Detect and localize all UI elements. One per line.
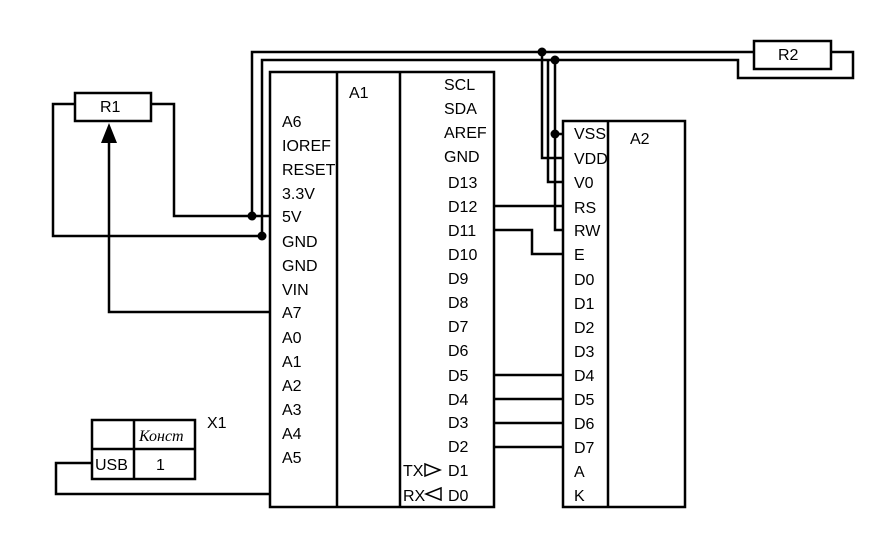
a1-pin-gnd-1: GND bbox=[282, 234, 318, 251]
a2-pin-rw: RW bbox=[574, 223, 601, 240]
a2-pin-a: A bbox=[574, 464, 585, 481]
a1-pin-a3: A3 bbox=[282, 402, 302, 419]
junction-gnd bbox=[257, 231, 267, 241]
a1-pin-d2: D2 bbox=[448, 439, 469, 456]
a1-pin-d1: D1 bbox=[448, 463, 469, 480]
a1-pin-d7: D7 bbox=[448, 319, 469, 336]
net-d11-e bbox=[494, 228, 563, 256]
a1-pin-reset: RESET bbox=[282, 162, 336, 179]
a1-pin-sda: SDA bbox=[444, 101, 477, 118]
a1-tx-label: TX bbox=[403, 463, 424, 480]
net-5v bbox=[250, 50, 542, 216]
rx-arrow-icon bbox=[423, 486, 442, 502]
x1-header-label: Конст bbox=[138, 428, 184, 445]
junction-top-5v bbox=[537, 47, 547, 57]
component-a2: A2 VSS VDD V0 RS RW E D0 D1 D2 D3 D4 D5 … bbox=[561, 119, 687, 509]
a1-pin-d10: D10 bbox=[448, 247, 477, 264]
a1-pin-scl: SCL bbox=[444, 77, 475, 94]
a1-pin-d9: D9 bbox=[448, 271, 469, 288]
a1-pin-d13: D13 bbox=[448, 175, 477, 192]
a2-pin-d6: D6 bbox=[574, 416, 595, 433]
a1-pin-a0: A0 bbox=[282, 330, 302, 347]
a2-pin-d7: D7 bbox=[574, 440, 595, 457]
a1-body bbox=[268, 70, 496, 509]
r1-designator: R1 bbox=[100, 99, 121, 116]
a2-pin-e: E bbox=[574, 247, 585, 264]
r1-wiper bbox=[107, 141, 270, 314]
a2-pin-k: K bbox=[574, 488, 585, 505]
a1-pin-d6: D6 bbox=[448, 343, 469, 360]
component-r2: R2 bbox=[540, 39, 855, 160]
r2-designator: R2 bbox=[778, 47, 799, 64]
x1-designator: X1 bbox=[207, 415, 227, 432]
net-v0 bbox=[546, 60, 563, 184]
r1-left-lead bbox=[51, 102, 262, 238]
a1-pin-a6: A6 bbox=[282, 114, 302, 131]
x1-port-label: USB bbox=[95, 457, 128, 474]
a1-pin-d11: D11 bbox=[448, 223, 476, 240]
a1-pin-d8: D8 bbox=[448, 295, 469, 312]
tx-arrow-icon bbox=[424, 462, 443, 478]
a1-pin-vin: VIN bbox=[282, 282, 309, 299]
net-rw bbox=[553, 134, 563, 232]
a1-pin-gnd-r: GND bbox=[444, 149, 480, 166]
a1-designator: A1 bbox=[349, 85, 369, 102]
x1-value: 1 bbox=[156, 457, 165, 474]
component-r1: R1 bbox=[51, 91, 270, 314]
net-gnd bbox=[260, 58, 555, 240]
a2-pin-d5: D5 bbox=[574, 392, 595, 409]
r2-body bbox=[752, 39, 833, 71]
a1-rx-label: RX bbox=[403, 488, 426, 505]
a2-pin-d1: D1 bbox=[574, 296, 595, 313]
a1-pin-d3: D3 bbox=[448, 415, 469, 432]
r1-right-lead bbox=[151, 102, 270, 218]
junction-5v bbox=[247, 211, 257, 221]
a1-pin-a4: A4 bbox=[282, 426, 302, 443]
a2-body bbox=[561, 119, 687, 509]
a1-pin-a7: A7 bbox=[282, 305, 302, 322]
a1-pin-a5: A5 bbox=[282, 450, 302, 467]
a1-pin-aref: AREF bbox=[444, 125, 487, 142]
r1-wiper-arrow-icon bbox=[101, 123, 117, 143]
a2-pin-v0: V0 bbox=[574, 175, 594, 192]
a1-pin-d4: D4 bbox=[448, 392, 469, 409]
a1-pin-5v: 5V bbox=[282, 209, 302, 226]
a2-pin-d0: D0 bbox=[574, 272, 595, 289]
component-x1: Конст USB 1 X1 bbox=[54, 415, 270, 496]
a1-pin-a1: A1 bbox=[282, 354, 302, 371]
a2-pin-d3: D3 bbox=[574, 344, 595, 361]
r2-left-lead bbox=[540, 50, 754, 160]
a2-pin-d4: D4 bbox=[574, 368, 595, 385]
a2-pin-vss: VSS bbox=[574, 126, 606, 143]
a1-pin-3v3: 3.3V bbox=[282, 186, 315, 203]
a1-pin-gnd-2: GND bbox=[282, 258, 318, 275]
a1-pin-d12: D12 bbox=[448, 199, 477, 216]
junction-top-gnd bbox=[550, 55, 560, 65]
a1-pin-d0: D0 bbox=[448, 488, 469, 505]
a2-pin-rs: RS bbox=[574, 200, 596, 217]
r2-right-lead bbox=[553, 50, 855, 136]
a2-pin-d2: D2 bbox=[574, 320, 595, 337]
a2-pin-vdd: VDD bbox=[574, 151, 608, 168]
junction-vss bbox=[550, 129, 560, 139]
a1-pin-ioref: IOREF bbox=[282, 138, 331, 155]
r1-body bbox=[73, 91, 153, 123]
component-a1: A1 A6 IOREF RESET 3.3V 5V GND GND VIN A7… bbox=[268, 70, 496, 509]
x1-usb-wire bbox=[54, 461, 270, 496]
a2-designator: A2 bbox=[630, 131, 650, 148]
a1-pin-d5: D5 bbox=[448, 368, 469, 385]
a1-pin-a2: A2 bbox=[282, 378, 302, 395]
